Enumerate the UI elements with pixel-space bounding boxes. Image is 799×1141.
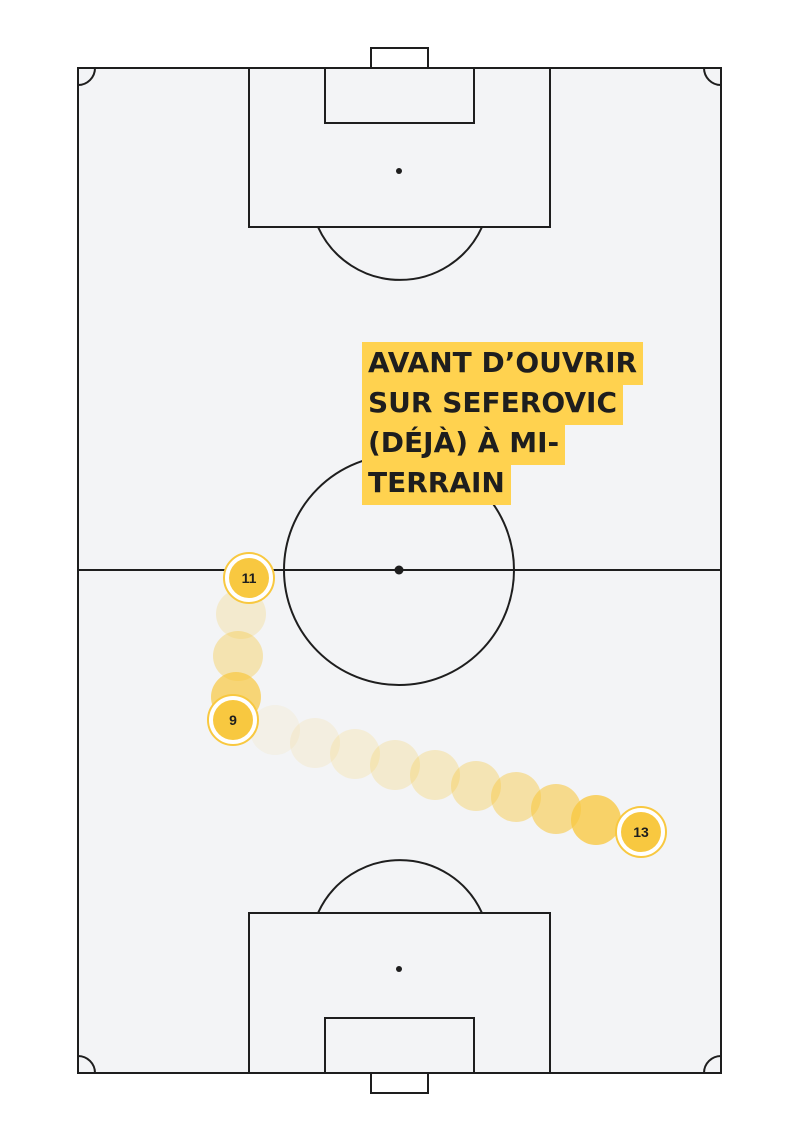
annotation-caption: AVANT D’OUVRIR SUR SEFEROVIC (DÉJÀ) À MI… [362,342,682,505]
corner-arc-bottom-right [703,1055,722,1074]
player-marker-13: 13 [615,806,667,858]
trail-dot [451,761,501,811]
trail-dot [330,729,380,779]
player-marker-9: 9 [207,694,259,746]
corner-arc-top-right [703,67,722,86]
player-number: 13 [633,824,649,840]
goal-top [370,47,429,69]
trail-dot [370,740,420,790]
penalty-spot-bottom [396,966,402,972]
goal-area-bottom [324,1017,475,1074]
trail-dot [410,750,460,800]
annotation-text: AVANT D’OUVRIR SUR SEFEROVIC (DÉJÀ) À MI… [362,342,644,505]
trail-dot [213,631,263,681]
goal-area-top [324,67,475,124]
player-disc [229,558,269,598]
trail-dot [531,784,581,834]
trail-dot [571,795,621,845]
penalty-arc-bottom [317,859,483,914]
player-disc [213,700,253,740]
trail-dot [290,718,340,768]
player-disc [621,812,661,852]
trail-dot [250,705,300,755]
player-marker-11: 11 [223,552,275,604]
corner-arc-top-left [77,67,96,86]
player-number: 11 [242,570,257,586]
player-number: 9 [229,712,237,728]
penalty-arc-top [317,226,483,281]
trail-player-13 [250,705,621,845]
corner-arc-bottom-left [77,1055,96,1074]
goal-bottom [370,1072,429,1094]
center-spot [394,565,404,575]
penalty-spot-top [396,168,402,174]
trail-dot [491,772,541,822]
